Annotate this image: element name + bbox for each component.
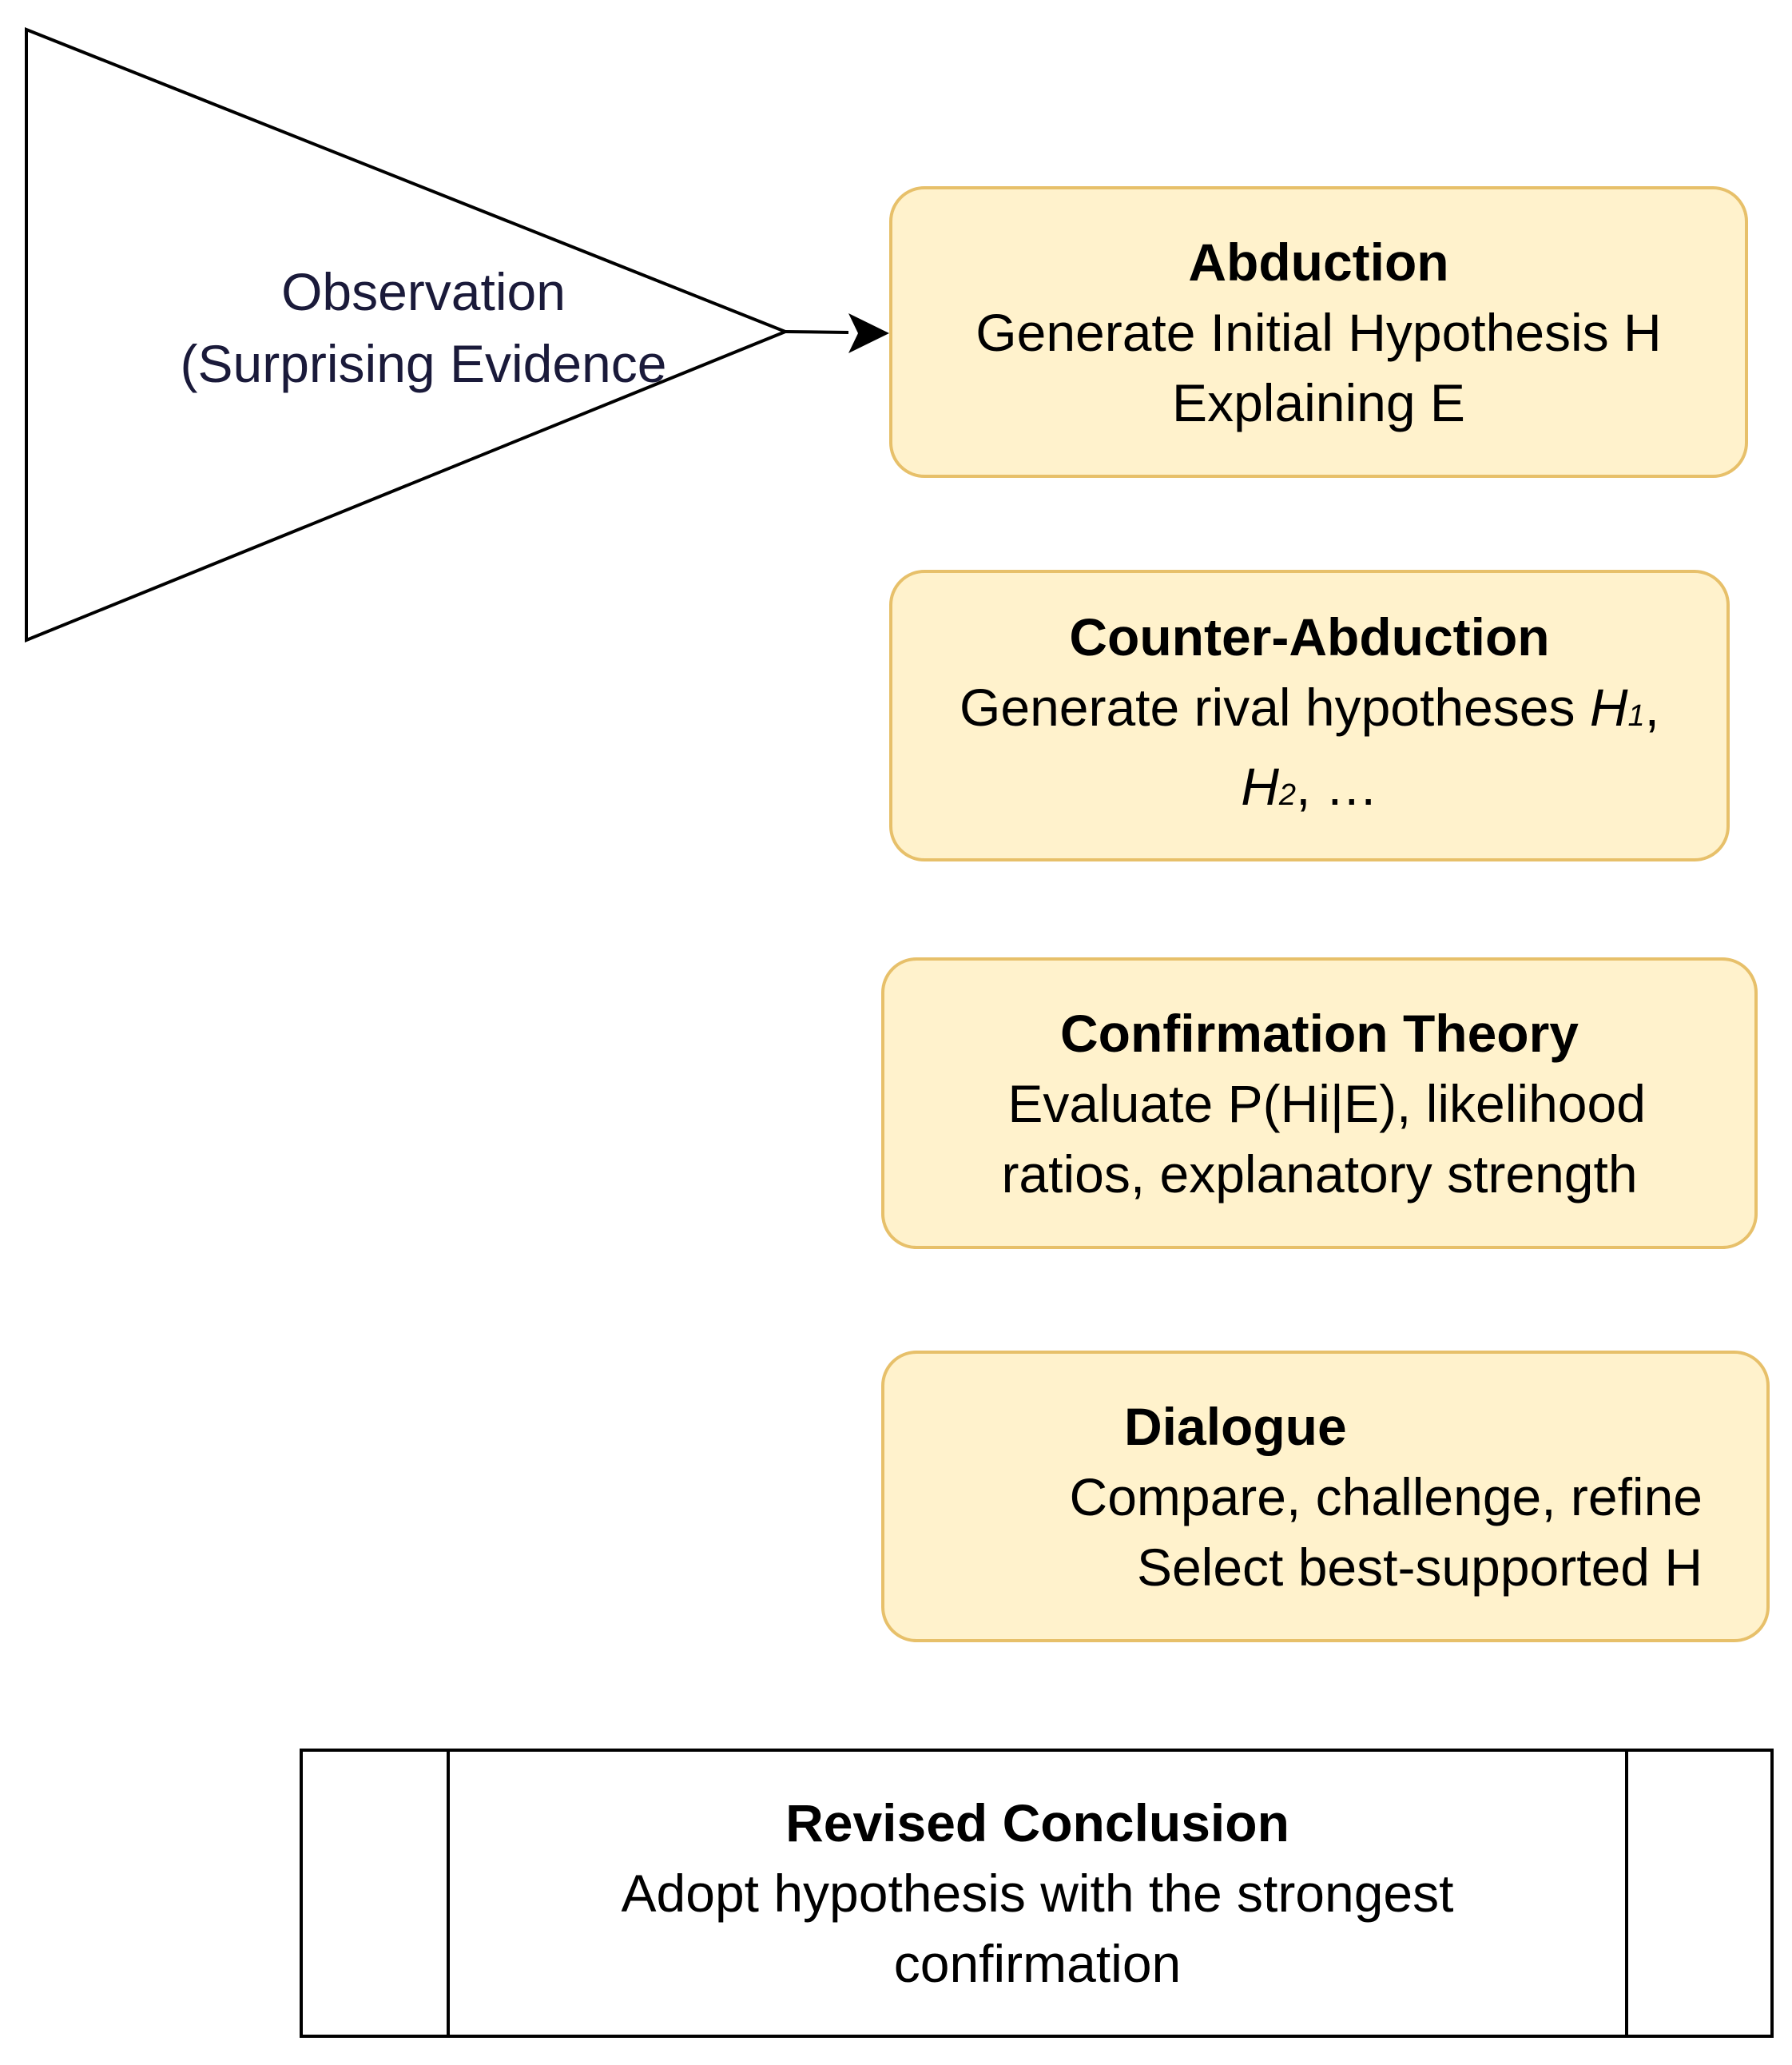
dialogue-line-1: Compare, challenge, refine xyxy=(1069,1466,1703,1526)
h2-subscript: 2 xyxy=(1278,778,1297,812)
counter-abduction-line-2: H2, … xyxy=(892,751,1726,830)
observation-line-1: Observation xyxy=(281,262,566,321)
confirmation-title: Confirmation Theory xyxy=(1059,1003,1579,1063)
revised-conclusion-box: Revised Conclusion Adopt hypothesis with… xyxy=(300,1749,1774,2038)
counter-abduction-line-1-text: Generate rival hypotheses xyxy=(960,677,1590,737)
dialogue-title: Dialogue xyxy=(1124,1396,1347,1456)
abduction-title: Abduction xyxy=(1188,232,1449,292)
observation-label: Observation (Surprising Evidence xyxy=(112,256,735,400)
conclusion-line-1: Adopt hypothesis with the strongest xyxy=(621,1864,1454,1923)
arrowhead xyxy=(848,313,889,353)
dialogue-line-2: Select best-supported H xyxy=(1136,1537,1703,1597)
process-right-bar xyxy=(1625,1752,1628,2035)
confirmation-line-2: ratios, explanatory strength xyxy=(1001,1144,1638,1204)
conclusion-title: Revised Conclusion xyxy=(785,1793,1289,1852)
counter-abduction-box: Counter-Abduction Generate rival hypothe… xyxy=(889,570,1730,861)
h1-subscript: 1 xyxy=(1627,698,1645,733)
counter-abduction-ellipsis: , … xyxy=(1296,756,1378,816)
revised-conclusion-content: Revised Conclusion Adopt hypothesis with… xyxy=(450,1752,1625,2035)
observation-line-2: (Surprising Evidence xyxy=(180,334,667,393)
abduction-box: Abduction Generate Initial Hypothesis H … xyxy=(889,186,1748,478)
confirmation-theory-box: Confirmation Theory Evaluate P(Hi|E), li… xyxy=(881,957,1758,1249)
counter-abduction-title: Counter-Abduction xyxy=(1069,607,1550,666)
conclusion-line-2: confirmation xyxy=(893,1934,1182,1993)
observation-triangle xyxy=(25,27,790,643)
confirmation-line-1: Evaluate P(Hi|E), likelihood xyxy=(993,1073,1646,1133)
process-left-bar xyxy=(447,1752,450,2035)
counter-abduction-comma: , xyxy=(1644,677,1659,737)
h1-symbol: H xyxy=(1589,677,1628,737)
h2-symbol: H xyxy=(1241,756,1279,816)
counter-abduction-line-1: Generate rival hypotheses H1, xyxy=(892,672,1726,751)
abduction-line-2: Explaining E xyxy=(1172,372,1465,432)
dialogue-box: Dialogue Compare, challenge, refine Sele… xyxy=(881,1351,1770,1642)
abduction-line-1: Generate Initial Hypothesis H xyxy=(975,302,1662,362)
